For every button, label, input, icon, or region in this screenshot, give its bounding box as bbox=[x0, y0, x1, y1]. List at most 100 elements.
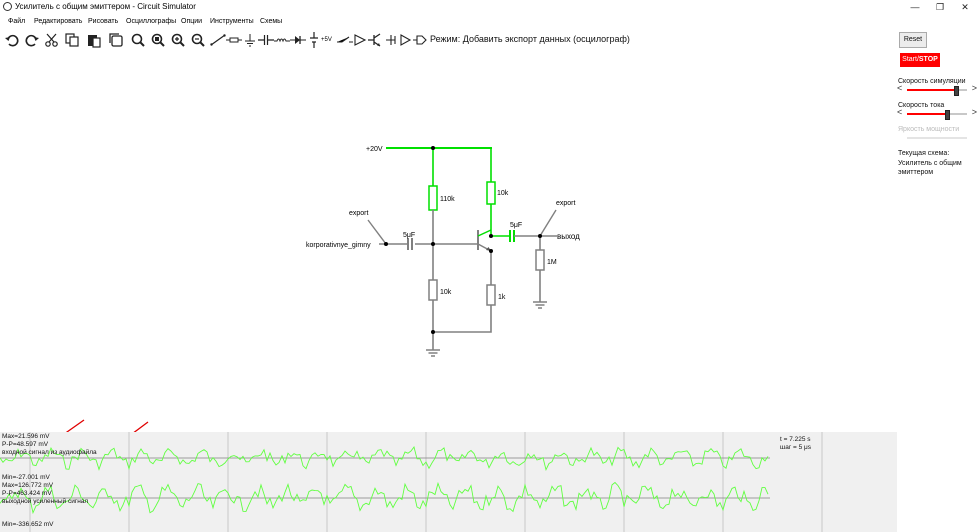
ch1-name: входной сигнал из аудиофайла bbox=[2, 449, 97, 456]
title-bar: Усилитель с общим эмиттером - Circuit Si… bbox=[0, 0, 978, 14]
paste-icon[interactable] bbox=[86, 32, 102, 48]
node-ground bbox=[431, 330, 435, 334]
switch-icon[interactable] bbox=[337, 32, 353, 48]
export-out-probe[interactable] bbox=[539, 209, 557, 237]
c-out-label: 5μF bbox=[510, 222, 522, 229]
ground-icon[interactable] bbox=[242, 32, 258, 48]
stop-label: STOP bbox=[918, 56, 938, 63]
resistor-icon[interactable] bbox=[226, 32, 242, 48]
export-out-label: export bbox=[556, 200, 576, 207]
current-speed-slider[interactable]: < > bbox=[897, 107, 977, 120]
ch2-name: выходной усиленный сигнал bbox=[2, 498, 89, 505]
current-speed-right-icon[interactable]: > bbox=[971, 107, 977, 117]
logic-input-icon[interactable] bbox=[412, 32, 428, 48]
rload-label: 1M bbox=[547, 259, 557, 266]
undo-icon[interactable] bbox=[4, 32, 20, 48]
node-input bbox=[384, 242, 388, 246]
rload-resistor[interactable] bbox=[535, 249, 545, 271]
npn-transistor-icon[interactable] bbox=[368, 32, 384, 48]
mode-status: Режим: Добавить экспорт данных (осцилогр… bbox=[430, 34, 630, 44]
rc-resistor[interactable] bbox=[486, 181, 496, 205]
ground-output-symbol bbox=[533, 301, 547, 309]
c-in-capacitor[interactable] bbox=[407, 238, 413, 250]
sim-speed-thumb[interactable] bbox=[954, 86, 960, 96]
export-in-label: export bbox=[349, 210, 369, 217]
sim-speed-right-icon[interactable]: > bbox=[971, 83, 977, 93]
control-panel: Reset Start/STOP Скорость симуляции < > … bbox=[895, 30, 978, 430]
start-stop-button[interactable]: Start/STOP bbox=[900, 53, 940, 67]
menu-file[interactable]: Файл bbox=[8, 18, 26, 25]
vcc-label: +20V bbox=[366, 146, 383, 153]
redo-icon[interactable] bbox=[24, 32, 40, 48]
node-base bbox=[431, 242, 435, 246]
ch2-min: Min=-336.652 mV bbox=[2, 521, 54, 528]
zoom-out-icon[interactable] bbox=[190, 32, 206, 48]
restore-button[interactable]: ❐ bbox=[935, 2, 945, 12]
copy-icon[interactable] bbox=[64, 32, 80, 48]
ch1-max: Max=21.596 mV bbox=[2, 433, 50, 440]
menu-edit[interactable]: Редактировать bbox=[34, 18, 83, 25]
app-icon bbox=[3, 2, 12, 11]
transistor-collector bbox=[477, 229, 492, 237]
current-circuit-label: Текущая схема: bbox=[898, 150, 950, 157]
duplicate-icon[interactable] bbox=[108, 32, 124, 48]
close-button[interactable]: ✕ bbox=[961, 2, 969, 12]
reset-button[interactable]: Reset bbox=[899, 32, 927, 48]
c-out-capacitor[interactable] bbox=[509, 230, 515, 242]
re-resistor[interactable] bbox=[486, 284, 496, 306]
sim-speed-slider[interactable]: < > bbox=[897, 83, 977, 96]
opamp-icon[interactable] bbox=[352, 32, 368, 48]
re-label: 1k bbox=[498, 294, 506, 301]
scope-plot[interactable] bbox=[0, 432, 897, 532]
power-brightness-label: Яркость мощности bbox=[898, 126, 960, 133]
output-label: выход bbox=[557, 232, 580, 241]
ch1-min: Min=-27.001 mV bbox=[2, 474, 50, 481]
voltage-source-icon[interactable] bbox=[306, 32, 322, 48]
search-icon[interactable] bbox=[130, 32, 146, 48]
ch2-pp: P-P=463.424 mV bbox=[2, 490, 52, 497]
node-emitter bbox=[489, 249, 493, 253]
re-bottom-wire bbox=[433, 305, 492, 333]
capacitor-icon[interactable] bbox=[258, 32, 274, 48]
current-speed-left-icon[interactable]: < bbox=[897, 107, 903, 117]
menu-circuits[interactable]: Схемы bbox=[260, 18, 283, 25]
vcc-label-icon[interactable]: +5V bbox=[321, 37, 332, 43]
menu-draw[interactable]: Рисовать bbox=[88, 18, 119, 25]
output-icon[interactable] bbox=[398, 32, 414, 48]
oscilloscope-panel[interactable]: Max=21.596 mV P-P=48.597 mV входной сигн… bbox=[0, 432, 897, 532]
diode-icon[interactable] bbox=[290, 32, 306, 48]
wire-icon[interactable] bbox=[210, 32, 226, 48]
power-brightness-slider bbox=[897, 134, 977, 142]
circuit-canvas[interactable]: +20V 110k 10k 10k 5μF выход 1M export 1k… bbox=[0, 52, 895, 430]
node-vcc bbox=[431, 146, 435, 150]
ground-symbol bbox=[426, 349, 440, 357]
menu-tools[interactable]: Инструменты bbox=[210, 18, 254, 25]
node-collector bbox=[489, 234, 493, 238]
r2-resistor[interactable] bbox=[428, 279, 438, 301]
start-label: Start/ bbox=[902, 56, 919, 63]
cut-icon[interactable] bbox=[44, 32, 60, 48]
sim-speed-track bbox=[907, 86, 967, 96]
rc-label: 10k bbox=[497, 190, 509, 197]
current-speed-thumb[interactable] bbox=[944, 110, 950, 120]
scope-time: t = 7.225 s bbox=[780, 436, 811, 443]
zoom-fit-icon[interactable] bbox=[150, 32, 166, 48]
zoom-in-icon[interactable] bbox=[170, 32, 186, 48]
r1-resistor[interactable] bbox=[428, 185, 438, 211]
sim-speed-left-icon[interactable]: < bbox=[897, 83, 903, 93]
current-circuit-name: Усилитель с общим эмиттером bbox=[898, 160, 962, 176]
collector-wire bbox=[490, 232, 510, 237]
pnp-transistor-icon[interactable] bbox=[384, 32, 400, 48]
scope-trace-ch2 bbox=[0, 481, 769, 515]
menu-options[interactable]: Опции bbox=[181, 18, 203, 25]
inductor-icon[interactable] bbox=[274, 32, 290, 48]
toolbar: +5V bbox=[0, 30, 895, 50]
current-speed-fill bbox=[907, 113, 947, 115]
menu-scopes[interactable]: Осциллографы bbox=[126, 18, 177, 25]
r2-label: 10k bbox=[440, 289, 452, 296]
c-in-label: 5μF bbox=[403, 232, 415, 239]
export-in-probe[interactable] bbox=[367, 219, 387, 245]
current-speed-track bbox=[907, 110, 967, 120]
minimize-button[interactable]: — bbox=[910, 2, 920, 12]
sim-speed-label: Скорость симуляции bbox=[898, 78, 966, 85]
